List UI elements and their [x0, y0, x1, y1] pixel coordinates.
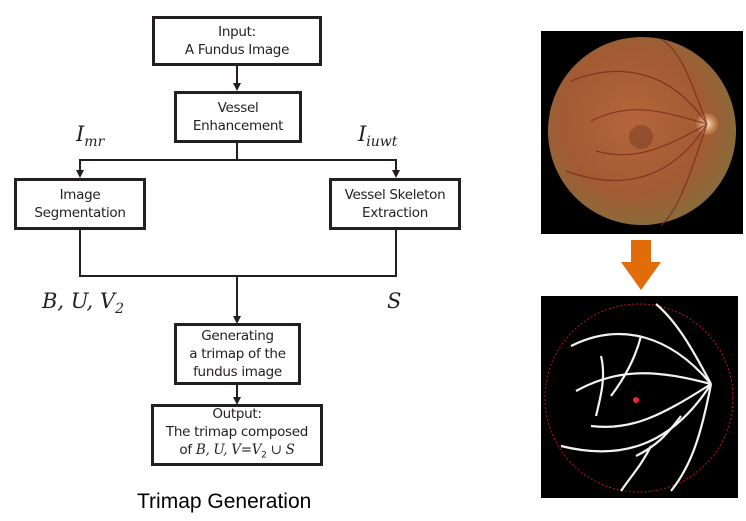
arrowhead-segmentation	[76, 170, 84, 178]
skeleton-line2: Extraction	[362, 205, 428, 221]
connector-merge-down	[236, 275, 238, 317]
arrowhead-output	[233, 397, 241, 405]
skeleton-line1: Vessel Skeleton	[344, 187, 446, 203]
label-buv2: B, U, V2	[42, 289, 124, 318]
connector-left-down	[79, 159, 81, 172]
retina-disc	[548, 37, 736, 225]
label-iiuwt: Iiuwt	[358, 122, 398, 151]
label-imr: Imr	[76, 122, 105, 151]
enhancement-line2: Enhancement	[192, 118, 284, 134]
fov-border	[544, 303, 734, 493]
output-box: Output: The trimap composed of B, U, V=V…	[151, 404, 323, 466]
fundus-photo	[541, 31, 743, 234]
vessel-skeleton-box: Vessel Skeleton Extraction	[329, 178, 461, 230]
image-segmentation-box: Image Segmentation	[14, 178, 146, 230]
down-arrow-icon	[621, 240, 661, 290]
connector-trimap-output	[236, 385, 238, 398]
output-line1: Output:	[212, 406, 262, 423]
connector-right-up	[395, 230, 397, 277]
label-s: S	[387, 289, 402, 313]
segmented-vessels	[560, 303, 713, 492]
connector-horizontal-top	[79, 159, 397, 161]
macula	[629, 125, 653, 149]
vessel-map-photo	[541, 296, 738, 498]
segmentation-line2: Segmentation	[34, 205, 126, 221]
segmentation-line1: Image	[59, 187, 101, 203]
output-line2: The trimap composed	[165, 424, 309, 441]
enhancement-line1: Vessel	[217, 100, 259, 116]
arrowhead-trimap	[233, 316, 241, 324]
fovea-spot	[633, 397, 639, 403]
connector-horizontal-bottom	[79, 275, 397, 277]
vessel-map-image	[544, 303, 734, 493]
vessels	[565, 38, 708, 227]
vessel-enhancement-box: Vessel Enhancement	[174, 91, 302, 143]
input-box-line2: A Fundus Image	[184, 42, 290, 58]
arrowhead-enhancement	[233, 83, 241, 91]
trimap-line1: Generating	[201, 328, 274, 344]
connector-left-up	[79, 230, 81, 277]
fundus-image	[548, 37, 736, 227]
generating-trimap-box: Generating a trimap of the fundus image	[174, 323, 301, 385]
connector-input-enhancement	[236, 66, 238, 84]
input-box: Input: A Fundus Image	[152, 16, 322, 66]
connector-right-down	[395, 159, 397, 172]
trimap-line2: a trimap of the	[189, 346, 286, 362]
connector-enhancement-split	[236, 143, 238, 161]
input-box-line1: Input:	[218, 24, 256, 40]
caption-trimap-generation: Trimap Generation	[137, 490, 312, 513]
output-line3: of B, U, V=V2 ∪ S	[179, 442, 295, 461]
trimap-line3: fundus image	[193, 364, 282, 380]
arrowhead-skeleton	[392, 170, 400, 178]
